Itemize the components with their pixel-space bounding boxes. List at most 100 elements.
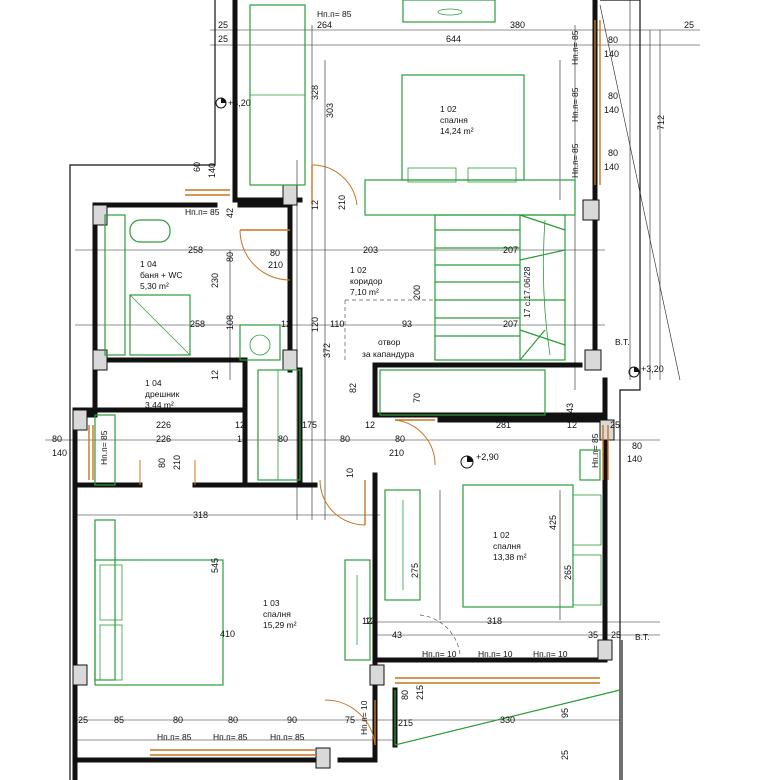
dim-bottom-80a: 80 — [400, 690, 410, 700]
dim-top-264: 264 — [317, 20, 332, 30]
room-corridor-name: 1 02 — [350, 265, 367, 275]
sill-label-bottom-2: Нп.п= 85 — [213, 732, 248, 742]
dim-bed1-328: 328 — [310, 85, 320, 100]
room-closet-use: дрешник — [145, 389, 180, 399]
dim-bed3-80a: 80 — [173, 715, 183, 725]
dim-cor-120: 120 — [310, 317, 320, 332]
room-bed2-area: 13,38 m² — [493, 552, 527, 562]
dim-bed3-410: 410 — [220, 629, 235, 639]
dim-bed2-43: 43 — [392, 630, 402, 640]
room-bath-name: 1 04 — [140, 259, 157, 269]
dim-closet-80c: 80 — [278, 434, 288, 444]
dim-bed1-42: 42 — [225, 208, 235, 218]
dim-bed3-90: 90 — [287, 715, 297, 725]
sill-label-balcony-2: Нп.п= 10 — [478, 649, 513, 659]
dim-cor-210: 210 — [268, 260, 283, 270]
sill-label-bath: Нп.п= 85 — [185, 207, 220, 217]
dim-bath-60: 60 — [192, 162, 202, 172]
site-outline — [69, 0, 681, 780]
dim-bed2-318: 318 — [487, 616, 502, 626]
dim-bed2-35: 35 — [588, 630, 598, 640]
dim-bath-80: 80 — [225, 252, 235, 262]
dim-mid-12b: 12 — [237, 434, 247, 444]
dim-cor-203: 203 — [363, 245, 378, 255]
doors — [139, 164, 461, 746]
opening-note-line1: отвор — [378, 337, 401, 347]
dim-top-25b: 25 — [218, 34, 228, 44]
dim-bed1-210: 210 — [337, 195, 347, 210]
dim-mid-175: 175 — [302, 420, 317, 430]
room-corridor-use: коридор — [350, 276, 383, 286]
sill-label-top: Нп.п= 85 — [317, 9, 352, 19]
room-bed1-area: 14,24 m² — [440, 126, 474, 136]
dim-cor-258: 258 — [188, 245, 203, 255]
dim-bottom-12: 12 — [362, 616, 372, 626]
annotations: +3,20 +3,20 +2,90 отвор за капандура В.Т… — [228, 98, 664, 642]
dim-bed2-275: 275 — [410, 563, 420, 578]
room-bed3-name: 1 03 — [263, 598, 280, 608]
vt-note-1: В.Т. — [615, 337, 630, 347]
dim-bed3-545: 545 — [210, 558, 220, 573]
dim-top-644: 644 — [446, 34, 461, 44]
dim-cor-93: 93 — [402, 319, 412, 329]
dim-mid-12: 12 — [365, 420, 375, 430]
dim-bed2-425: 425 — [548, 515, 558, 530]
level-label-1: +3,20 — [228, 98, 251, 108]
dim-bed3-80b: 80 — [228, 715, 238, 725]
dim-bed1-303: 303 — [325, 103, 335, 118]
room-bed3-use: спалня — [263, 609, 291, 619]
dim-bath-12: 12 — [210, 370, 220, 380]
dim-bed3-215: 215 — [398, 718, 413, 728]
room-bed1-name: 1 02 — [440, 104, 457, 114]
dim-bath-258: 258 — [190, 319, 205, 329]
sill-label-right-1: Нп.п= 85 — [570, 30, 580, 65]
dim-cor-82: 82 — [348, 383, 358, 393]
dim-closet-226a: 226 — [156, 420, 171, 430]
dim-top-25a: 25 — [218, 20, 228, 30]
dim-bottom-215: 215 — [415, 685, 425, 700]
level-label-2: +3,20 — [641, 364, 664, 374]
dim-mid-210: 210 — [389, 448, 404, 458]
opening-note-line2: за капандура — [362, 349, 414, 359]
dim-bottom-25: 25 — [560, 750, 570, 760]
dim-right-80c: 80 — [608, 148, 618, 158]
room-bed3-area: 15,29 m² — [263, 620, 297, 630]
dim-bed2-265: 265 — [563, 565, 573, 580]
dim-right-140b: 140 — [604, 105, 619, 115]
sill-label-right-3: Нп.п= 85 — [570, 143, 580, 178]
room-bed1-use: спалня — [440, 115, 468, 125]
dim-cor-200: 200 — [412, 285, 422, 300]
dim-bed2-12: 12 — [365, 616, 375, 626]
dim-right-80b: 80 — [608, 91, 618, 101]
dim-mid-43: 43 — [565, 403, 575, 413]
room-closet-name: 1 04 — [145, 378, 162, 388]
level-label-3: +2,90 — [476, 452, 499, 462]
dim-bed3-318: 318 — [193, 510, 208, 520]
sill-label-right-2: Нп.п= 85 — [570, 87, 580, 122]
dim-cor-80: 80 — [270, 248, 280, 258]
room-bath-area: 5,30 m² — [140, 281, 169, 291]
sill-label-bed2: Нп.п= 85 — [590, 433, 600, 468]
dim-cor-207b: 207 — [503, 319, 518, 329]
dim-closet-140: 140 — [52, 448, 67, 458]
dim-mid-80: 80 — [340, 434, 350, 444]
dim-mid-80c: 80 — [632, 441, 642, 451]
dim-mid-140: 140 — [627, 454, 642, 464]
furniture — [94, 0, 621, 746]
dim-closet-210: 210 — [172, 455, 182, 470]
dim-closet-80b: 80 — [52, 434, 62, 444]
sill-label-bottom-3: Нп.п= 85 — [270, 732, 305, 742]
dim-mid-12c: 12 — [567, 420, 577, 430]
windows — [88, 20, 609, 756]
dim-bed1-12: 12 — [310, 200, 320, 210]
level-markers — [215, 97, 640, 469]
dim-bottom-95: 95 — [560, 708, 570, 718]
dim-mid-281: 281 — [496, 420, 511, 430]
dimension-numbers: 264 380 644 25 25 25 80 140 80 140 80 14… — [52, 20, 694, 760]
dim-closet-226b: 226 — [156, 434, 171, 444]
room-bed2-use: спалня — [493, 541, 521, 551]
dim-bath-230: 230 — [210, 273, 220, 288]
room-closet-area: 3,44 m² — [145, 400, 174, 410]
sill-label-balcony-4: Нп.п= 10 — [359, 700, 369, 735]
